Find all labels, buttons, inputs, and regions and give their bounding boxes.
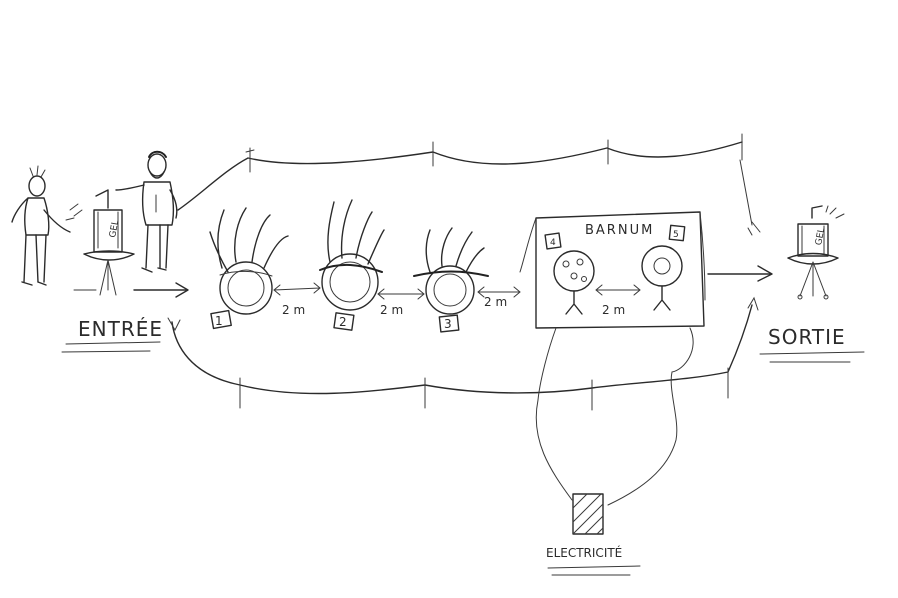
gel-dispenser-entrance: GEL — [65, 189, 135, 296]
exit-arrow — [707, 265, 773, 282]
station-1: 1 — [209, 207, 289, 330]
distance-label-1-2: 2 m — [282, 303, 305, 317]
bottom-rope-barrier — [167, 296, 759, 411]
barnum-label: BARNUM — [585, 223, 654, 238]
exit-underline — [759, 351, 865, 363]
station-4-number: 4 — [550, 238, 556, 248]
electricity-box — [572, 493, 604, 535]
exit-label: SORTIE — [768, 325, 846, 349]
entrance-underline — [61, 341, 161, 353]
station-1-number: 1 — [215, 314, 223, 328]
station-4: 4 — [544, 232, 595, 315]
top-rope-barrier — [177, 133, 761, 236]
distance-arrow-1-2 — [273, 282, 321, 296]
station-5-number: 5 — [673, 230, 679, 240]
entrance-arrow — [73, 282, 189, 298]
distance-arrow-4-5 — [595, 284, 641, 296]
distance-label-3-barnum: 2 m — [484, 295, 507, 309]
distance-arrow-3-barnum — [477, 286, 521, 298]
station-2: 2 — [319, 199, 385, 331]
station-3-number: 3 — [444, 317, 452, 331]
station-2-number: 2 — [339, 315, 347, 329]
distance-label-4-5: 2 m — [602, 303, 625, 317]
distance-label-2-3: 2 m — [380, 303, 403, 317]
electricity-underline — [547, 565, 641, 576]
visitor-figure — [11, 165, 71, 286]
distance-arrow-2-3 — [377, 288, 425, 300]
entrance-label: ENTRÉE — [78, 317, 163, 341]
gel-label: GEL — [108, 219, 121, 238]
station-5: 5 — [641, 224, 686, 311]
gel-exit-label: GEL — [814, 227, 827, 246]
gel-dispenser-exit: GEL — [787, 205, 845, 300]
barnum-tent: BARNUM 4 5 2 m — [519, 211, 706, 329]
station-3: 3 — [413, 227, 489, 333]
staff-figure — [115, 150, 178, 273]
electricity-cables — [535, 327, 694, 506]
electricity-label: ELECTRICITÉ — [546, 545, 622, 560]
